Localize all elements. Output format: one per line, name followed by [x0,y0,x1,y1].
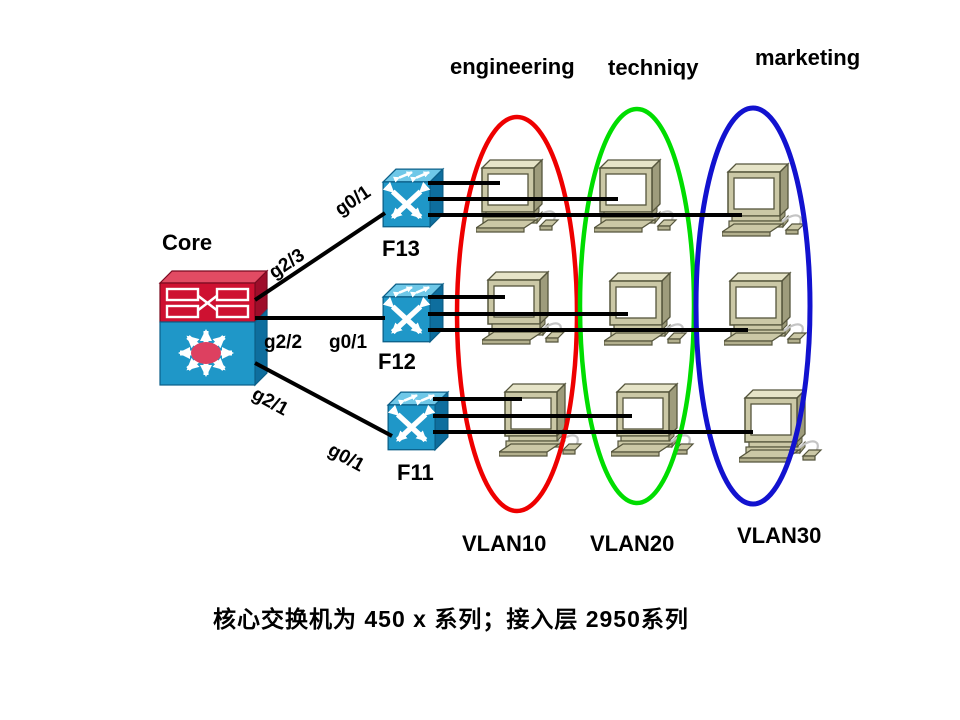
switch-label-f13: F13 [382,236,420,261]
vlan30-ellipse [693,105,813,507]
pc-techniqy-f11 [611,382,695,458]
dept-label-techniqy: techniqy [608,55,699,80]
pc-marketing-f12 [724,271,808,347]
vlan10-label: VLAN10 [462,531,547,556]
core-switch-label: Core [162,230,213,255]
pc-engineering-f12 [482,270,566,346]
port-label-f12-g0-1: g0/1 [329,332,368,353]
port-label-core-g2-2: g2/2 [264,332,303,353]
series-note: 核心交换机为 450 x 系列；接入层 2950系列 [213,606,689,632]
link-core-f13 [253,211,387,302]
dept-label-marketing: marketing [755,45,861,70]
pc-techniqy-f12 [604,271,688,347]
pc-marketing-f11 [739,388,823,464]
vlan20-label: VLAN20 [590,531,675,556]
core-switch-icon [158,269,269,387]
dept-label-engineering: engineering [450,54,575,79]
pc-marketing-f13 [722,162,806,238]
vlan30-label: VLAN30 [737,523,822,548]
switch-label-f12: F12 [378,349,416,374]
switch-label-f11: F11 [397,460,434,485]
pc-techniqy-f13 [594,158,678,234]
pc-engineering-f13 [476,158,560,234]
link-core-f11 [254,361,393,438]
links [253,181,753,438]
